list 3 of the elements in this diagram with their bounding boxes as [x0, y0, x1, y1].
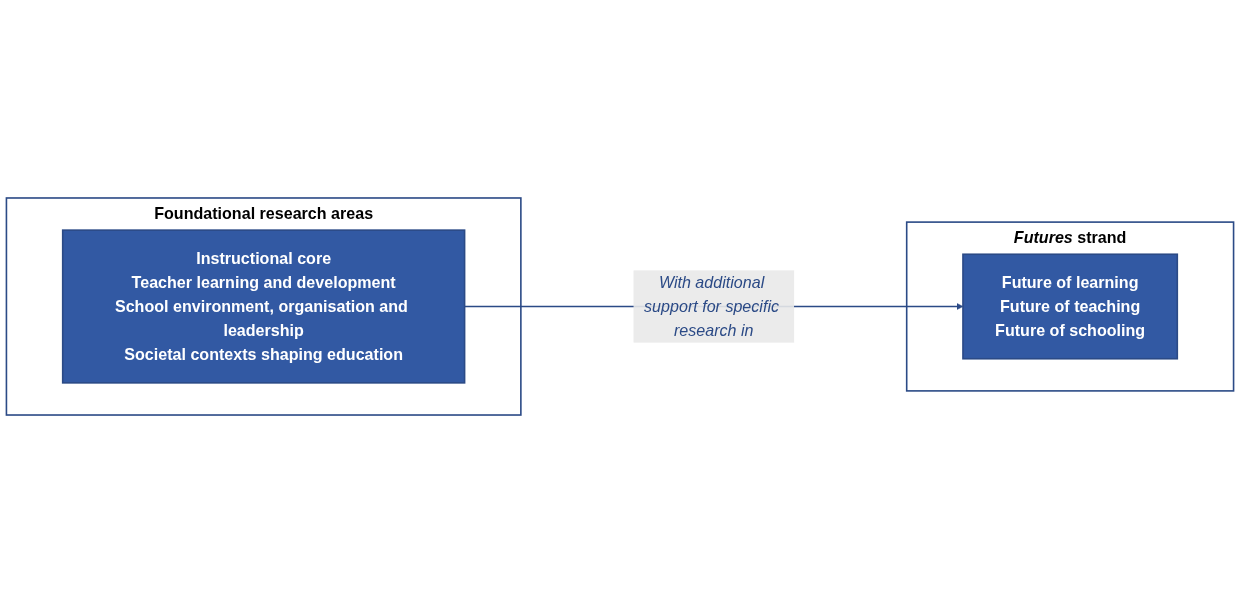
node-box: Instructional core Teacher learning and development School environment, organisation and leadership Societal contexts shaping education	[61, 229, 466, 384]
node-box: Future of learning Future of teaching Future of schooling	[962, 253, 1179, 360]
edge-label: With additional support for specific research in	[644, 273, 779, 340]
